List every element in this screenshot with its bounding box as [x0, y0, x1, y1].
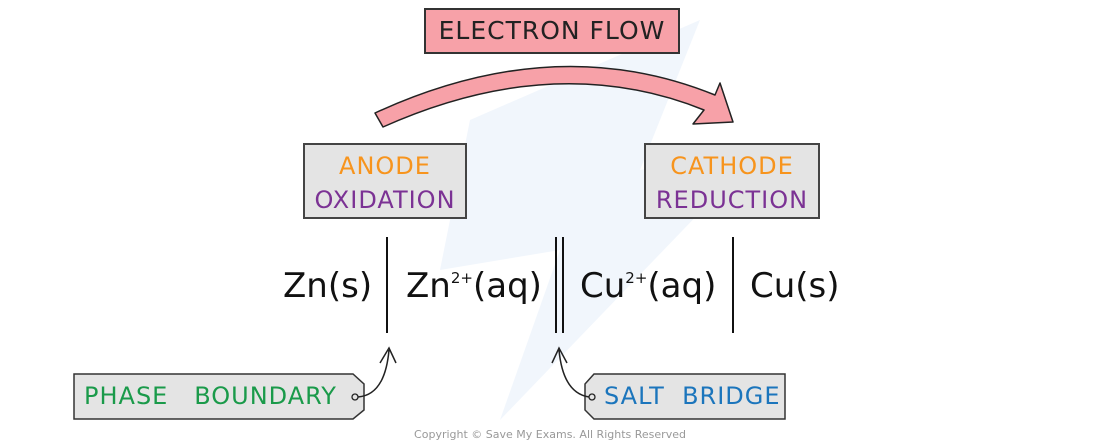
copper-ion-base: Cu: [580, 266, 626, 306]
salt-bridge-tag: [584, 373, 786, 420]
copper-ion-charge: 2+: [625, 269, 648, 287]
zinc-ion-charge: 2+: [450, 269, 473, 287]
zinc-ion-state: (aq): [472, 266, 542, 306]
electron-flow-box: ELECTRON FLOW: [424, 8, 680, 54]
salt-bridge-label: SALT BRIDGE: [604, 382, 781, 410]
oxidation-label: OXIDATION: [314, 186, 456, 214]
watermark-logo: [440, 20, 760, 420]
pointer-arrow-phase: [357, 346, 397, 398]
electron-flow-arrow: [374, 65, 734, 128]
cathode-label: CATHODE: [670, 152, 794, 180]
copper-ion: Cu2+(aq): [580, 266, 716, 306]
zinc-ion-base: Zn: [406, 266, 451, 306]
zinc-solid: Zn(s): [283, 266, 373, 306]
anode-box: ANODE OXIDATION: [303, 143, 467, 219]
copper-ion-state: (aq): [647, 266, 717, 306]
phase-boundary-label: PHASE BOUNDARY: [84, 382, 337, 410]
anode-label: ANODE: [339, 152, 431, 180]
zinc-ion: Zn2+(aq): [406, 266, 542, 306]
reduction-label: REDUCTION: [655, 186, 809, 214]
copyright-text: Copyright © Save My Exams. All Rights Re…: [414, 428, 686, 441]
cathode-box: CATHODE REDUCTION: [644, 143, 820, 219]
pointer-arrow-salt: [551, 346, 590, 398]
copper-solid: Cu(s): [750, 266, 840, 306]
phase-boundary-tag: [73, 373, 365, 420]
